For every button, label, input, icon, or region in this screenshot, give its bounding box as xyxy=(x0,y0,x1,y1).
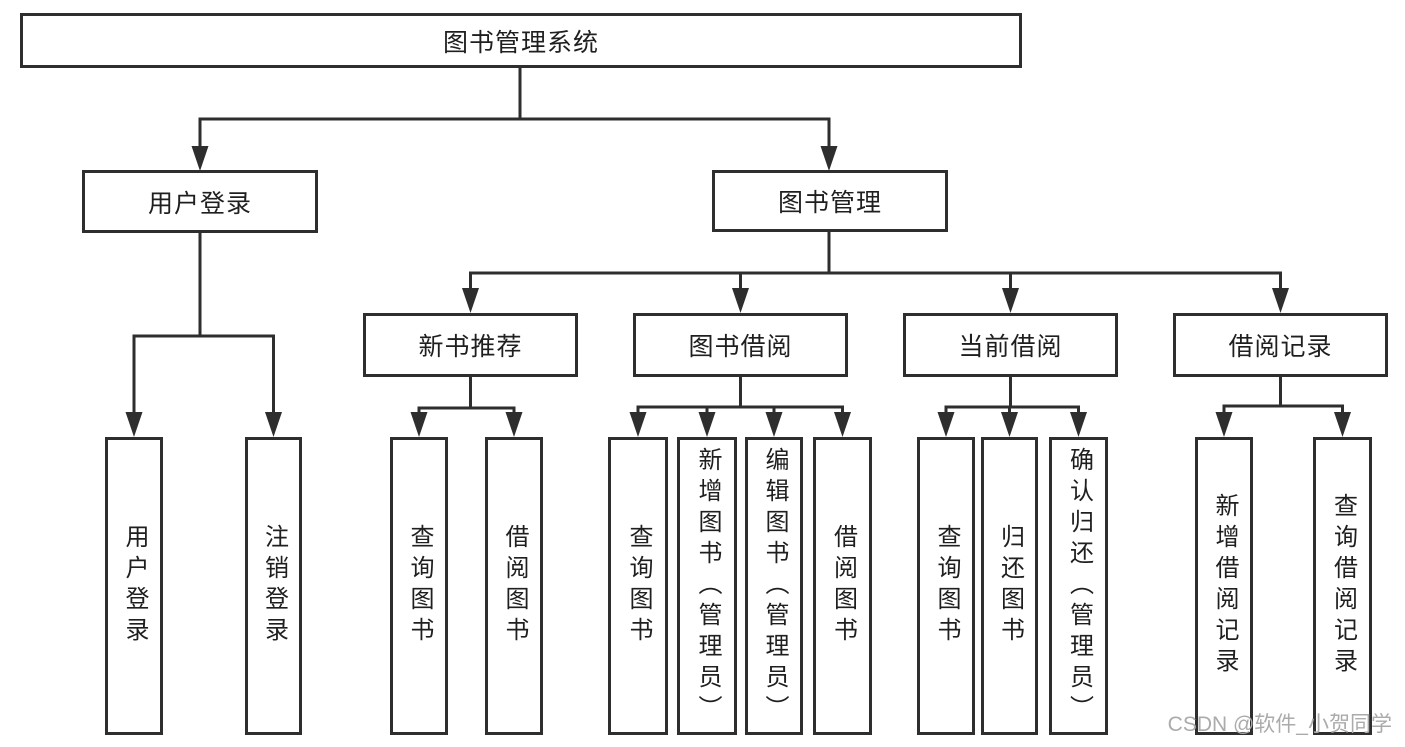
arrowhead-icon xyxy=(462,288,479,313)
node-label: 注销登录 xyxy=(260,524,288,648)
leaf-add-books-admin: 新增图书（管理员） xyxy=(677,437,737,735)
arrowhead-icon xyxy=(1215,412,1233,437)
leaf-edit-books-admin: 编辑图书（管理员） xyxy=(745,437,803,735)
leaf-borrow-books-1: 借阅图书 xyxy=(485,437,543,735)
leaf-add-borrow-record: 新增借阅记录 xyxy=(1195,437,1253,735)
node-user-login: 用户登录 xyxy=(82,170,318,233)
arrowhead-icon xyxy=(834,412,851,437)
leaf-query-books-3: 查询图书 xyxy=(917,437,975,735)
arrowhead-icon xyxy=(410,412,428,437)
leaf-confirm-return-admin: 确认归还（管理员） xyxy=(1049,437,1108,735)
node-label: 用户登录 xyxy=(147,189,252,218)
arrowhead-icon xyxy=(765,412,783,437)
node-label: 新书推荐 xyxy=(418,333,523,361)
arrowhead-icon xyxy=(820,146,838,171)
leaf-logout: 注销登录 xyxy=(245,437,302,735)
arrowhead-icon xyxy=(1070,412,1087,437)
node-label: 查询图书 xyxy=(625,524,652,648)
arrowhead-icon xyxy=(1334,412,1351,437)
connector-book-management-branch xyxy=(462,232,1289,313)
watermark-text: CSDN @软件_小贺同学 xyxy=(1167,713,1392,736)
node-label: 借阅图书 xyxy=(501,524,528,648)
node-label: 图书管理 xyxy=(777,189,882,217)
node-label: 图书管理系统 xyxy=(442,28,599,57)
node-label: 借阅图书 xyxy=(829,524,857,648)
arrowhead-icon xyxy=(629,412,647,437)
leaf-query-borrow-record: 查询借阅记录 xyxy=(1313,437,1372,735)
node-label: 查询图书 xyxy=(933,524,960,648)
arrowhead-icon xyxy=(732,288,749,313)
arrowhead-icon xyxy=(265,412,282,437)
node-new-book-recommend: 新书推荐 xyxy=(363,313,578,377)
leaf-borrow-books-2: 借阅图书 xyxy=(813,437,872,735)
node-book-borrow: 图书借阅 xyxy=(633,313,848,377)
arrowhead-icon xyxy=(937,412,955,437)
node-label: 查询借阅记录 xyxy=(1329,493,1357,679)
node-label: 图书借阅 xyxy=(688,333,793,361)
node-borrow-records: 借阅记录 xyxy=(1173,313,1388,377)
node-library-system: 图书管理系统 xyxy=(20,13,1022,68)
node-book-management: 图书管理 xyxy=(712,170,948,232)
arrowhead-icon xyxy=(698,412,716,437)
node-label: 新增借阅记录 xyxy=(1211,493,1238,679)
node-label: 新增图书（管理员） xyxy=(694,446,721,726)
arrowhead-icon xyxy=(191,146,209,171)
connector-root-to-level2 xyxy=(191,68,838,171)
node-current-borrow: 当前借阅 xyxy=(903,313,1118,377)
node-label: 用户登录 xyxy=(121,524,148,648)
arrowhead-icon xyxy=(1272,288,1289,313)
leaf-user-login: 用户登录 xyxy=(105,437,163,735)
connector-borrow-records-branch xyxy=(1215,377,1351,437)
connector-book-borrow-branch xyxy=(629,377,851,437)
node-label: 借阅记录 xyxy=(1228,333,1333,361)
node-label: 当前借阅 xyxy=(958,333,1063,361)
arrowhead-icon xyxy=(125,412,143,437)
arrowhead-icon xyxy=(505,412,523,437)
leaf-return-books: 归还图书 xyxy=(981,437,1038,735)
arrowhead-icon xyxy=(1002,288,1019,313)
connector-current-borrow-branch xyxy=(937,377,1087,437)
leaf-query-books-2: 查询图书 xyxy=(608,437,668,735)
node-label: 归还图书 xyxy=(996,524,1024,648)
arrowhead-icon xyxy=(1001,412,1018,437)
node-label: 查询图书 xyxy=(406,524,433,648)
connector-user-login-branch xyxy=(125,233,282,437)
leaf-query-books-1: 查询图书 xyxy=(390,437,448,735)
connector-new-book-branch xyxy=(410,377,523,437)
node-label: 确认归还（管理员） xyxy=(1065,446,1093,726)
node-label: 编辑图书（管理员） xyxy=(761,446,788,726)
